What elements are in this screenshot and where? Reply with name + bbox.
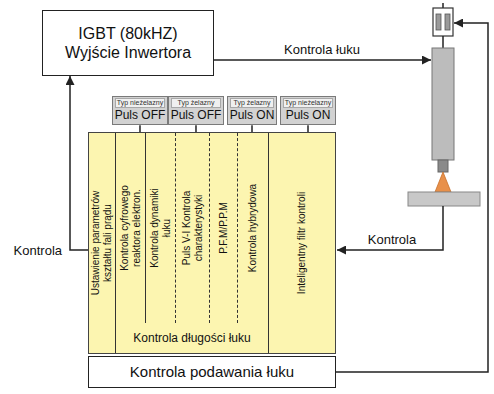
link-line bbox=[195, 125, 197, 132]
node-text: Kontrola podawania łuku bbox=[130, 363, 294, 381]
edge-label: Kontrola bbox=[12, 243, 64, 258]
pulse-mode-box: Typ nieżelaznyPuls ON bbox=[280, 96, 336, 125]
feed-roller bbox=[436, 14, 441, 30]
node-text: Ustawienie parametrów kształtu fali prąd… bbox=[90, 173, 114, 313]
feed-roller bbox=[445, 14, 450, 30]
node-text: Inteligentny filtr kontroli bbox=[296, 143, 308, 343]
pulse-mode-box: Typ nieżelaznyPuls OFF bbox=[112, 96, 169, 125]
feed-control-box: Kontrola podawania łuku bbox=[88, 356, 336, 388]
feed-control-arrow bbox=[336, 23, 488, 372]
wire bbox=[442, 36, 444, 48]
control-column: Kontrola hybrydowa bbox=[238, 133, 268, 323]
type-caption: Typ żelazny bbox=[230, 98, 275, 108]
control-column: Puls V-I Kontrola charakterystyki bbox=[176, 133, 210, 323]
control-panel: Kontrola długości łukuUstawienie paramet… bbox=[88, 132, 336, 354]
control-column: Ustawienie parametrów kształtu fali prąd… bbox=[89, 133, 116, 353]
arrow-label: Kontrola bbox=[366, 232, 418, 247]
pulse-mode-box: Typ żelaznyPuls ON bbox=[227, 96, 278, 125]
pulse-label: Puls OFF bbox=[115, 109, 166, 122]
control-arrow bbox=[70, 76, 88, 250]
node-text: Kontrola cyfrowego reaktora elektron. bbox=[119, 169, 143, 287]
node-text: Kontrola długości łuku bbox=[116, 323, 268, 353]
type-caption: Typ nieżelazny bbox=[283, 98, 333, 108]
pulse-label: Puls OFF bbox=[171, 109, 222, 122]
link-line bbox=[307, 125, 309, 132]
torch-body bbox=[432, 48, 454, 160]
torch-tip bbox=[438, 160, 448, 172]
pulse-mode-box: Typ żelaznyPuls OFF bbox=[168, 96, 225, 125]
control-column: Inteligentny filtr kontroli bbox=[268, 133, 335, 353]
node-text: IGBT (80kHZ) Wyjście Inwertora bbox=[53, 24, 203, 62]
link-line bbox=[139, 125, 141, 132]
control-column: P.F.M/P.P.M bbox=[210, 133, 238, 323]
inverter-box: IGBT (80kHZ) Wyjście Inwertora bbox=[42, 10, 214, 76]
pulse-label: Puls ON bbox=[283, 109, 333, 122]
control-column: Kontrola dynamiki łuku bbox=[146, 133, 176, 323]
control-column: Kontrola cyfrowego reaktora elektron. bbox=[116, 133, 146, 323]
pulse-label: Puls ON bbox=[230, 109, 275, 122]
wire-feeder bbox=[433, 8, 453, 36]
link-line bbox=[251, 125, 253, 132]
welding-arc bbox=[435, 172, 451, 192]
node-text: Puls V-I Kontrola charakterystyki bbox=[181, 176, 205, 280]
node-text: Kontrola hybrydowa bbox=[247, 143, 259, 313]
arc-control-arrow bbox=[214, 59, 431, 61]
feedback-arrow bbox=[337, 206, 443, 250]
node-text: Kontrola dynamiki łuku bbox=[149, 178, 173, 278]
type-caption: Typ nieżelazny bbox=[115, 98, 166, 108]
type-caption: Typ żelazny bbox=[171, 98, 222, 108]
node-text: P.F.M/P.P.M bbox=[218, 143, 230, 313]
workpiece bbox=[408, 192, 480, 206]
arrow-label: Kontrola łuku bbox=[282, 42, 362, 57]
wire bbox=[442, 3, 444, 8]
